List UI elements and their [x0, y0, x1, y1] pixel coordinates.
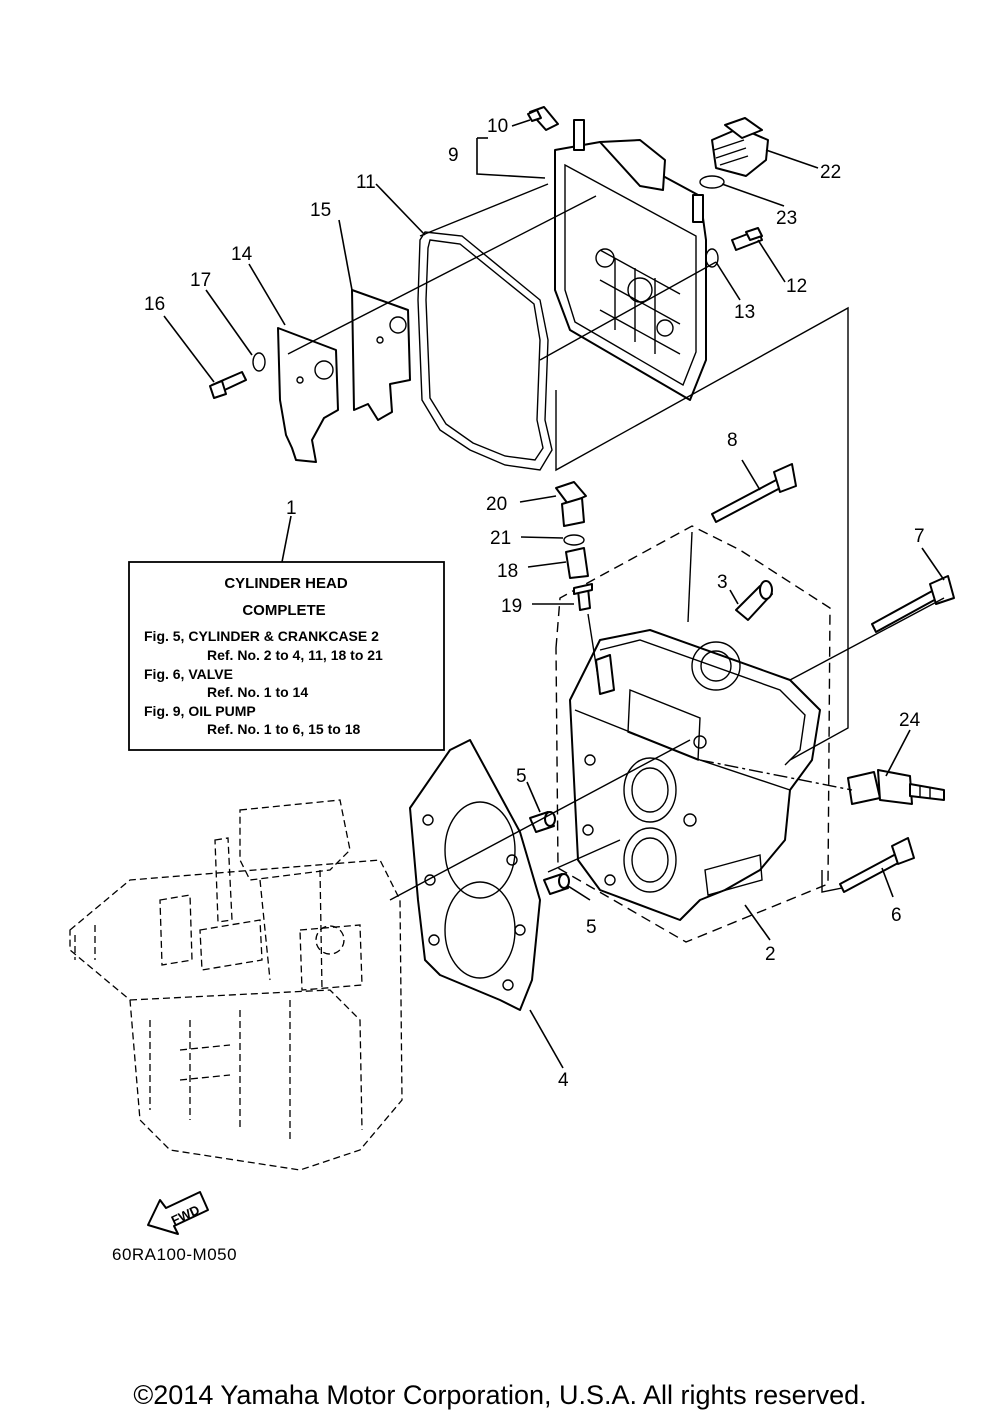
cylinder-head-cover [554, 119, 707, 401]
bolt-12 [731, 227, 763, 251]
bolt-19 [573, 583, 593, 611]
diagram-code: 60RA100-M050 [112, 1245, 238, 1264]
callout-3: 3 [717, 572, 728, 593]
bolt-8 [711, 463, 797, 523]
info-box: CYLINDER HEAD COMPLETE Fig. 5, CYLINDER … [128, 561, 445, 751]
callout-4: 4 [558, 1070, 569, 1091]
plug-20 [555, 481, 587, 527]
callout-18: 18 [497, 561, 518, 582]
info-box-title-line1: CYLINDER HEAD [224, 575, 348, 592]
callout-20: 20 [486, 494, 507, 515]
washer-13 [705, 248, 719, 268]
dowel-pin-5-upper [529, 811, 556, 833]
bolt-16 [209, 371, 247, 399]
oil-filler-cap-22 [711, 117, 769, 177]
callout-19: 19 [501, 596, 522, 617]
o-ring-21 [563, 534, 585, 546]
info-box-line-5: Fig. 9, OIL PUMP [144, 703, 256, 719]
callout-9: 9 [448, 145, 459, 166]
callout-8: 8 [727, 430, 738, 451]
callout-labels: 1 2 3 4 5 5 6 7 8 9 10 11 12 13 14 15 16… [144, 116, 925, 1091]
copyright-notice: ©2014 Yamaha Motor Corporation, U.S.A. A… [133, 1380, 867, 1410]
forward-direction-arrow: FWD [147, 1191, 209, 1235]
callout-5-upper: 5 [516, 766, 527, 787]
callout-5-lower: 5 [586, 917, 597, 938]
callout-7: 7 [914, 526, 925, 547]
callout-13: 13 [734, 302, 755, 323]
callout-14: 14 [231, 244, 253, 265]
anode-3 [735, 580, 773, 621]
callout-21: 21 [490, 528, 511, 549]
cover-14 [277, 327, 339, 463]
info-box-line-2: Ref. No. 2 to 4, 11, 18 to 21 [207, 647, 383, 663]
leader-lines [163, 119, 945, 1069]
callout-11: 11 [356, 172, 376, 193]
info-box-line-3: Fig. 6, VALVE [144, 666, 233, 682]
callout-1: 1 [286, 498, 297, 519]
spark-plug-24 [847, 769, 945, 805]
collar-18 [565, 547, 589, 579]
callout-12: 12 [786, 276, 807, 297]
gasket-11 [417, 231, 553, 471]
callout-10: 10 [487, 116, 508, 137]
callout-6: 6 [891, 905, 902, 926]
cylinder-head-assembly-outline [555, 525, 831, 943]
callout-23: 23 [776, 208, 797, 229]
callout-22: 22 [820, 162, 841, 183]
washer-17 [252, 352, 266, 372]
info-box-title-line2: COMPLETE [242, 602, 325, 619]
info-box-line-1: Fig. 5, CYLINDER & CRANKCASE 2 [144, 628, 379, 644]
bolt-6 [839, 837, 915, 893]
plate-15 [351, 289, 411, 421]
info-box-line-6: Ref. No. 1 to 6, 15 to 18 [207, 721, 360, 737]
cylinder-head-gasket-4 [409, 739, 541, 1011]
callout-2: 2 [765, 944, 776, 965]
o-ring-23 [699, 175, 725, 189]
callout-16: 16 [144, 294, 165, 315]
callout-17: 17 [190, 270, 211, 291]
bolt-7 [871, 575, 955, 633]
bolt-10 [527, 106, 559, 131]
callout-24: 24 [899, 710, 921, 731]
dowel-pin-5-lower [543, 873, 570, 895]
callout-15: 15 [310, 200, 331, 221]
cylinder-head [569, 629, 821, 921]
crankcase-reference-outline [69, 799, 403, 1171]
info-box-line-4: Ref. No. 1 to 14 [207, 684, 308, 700]
